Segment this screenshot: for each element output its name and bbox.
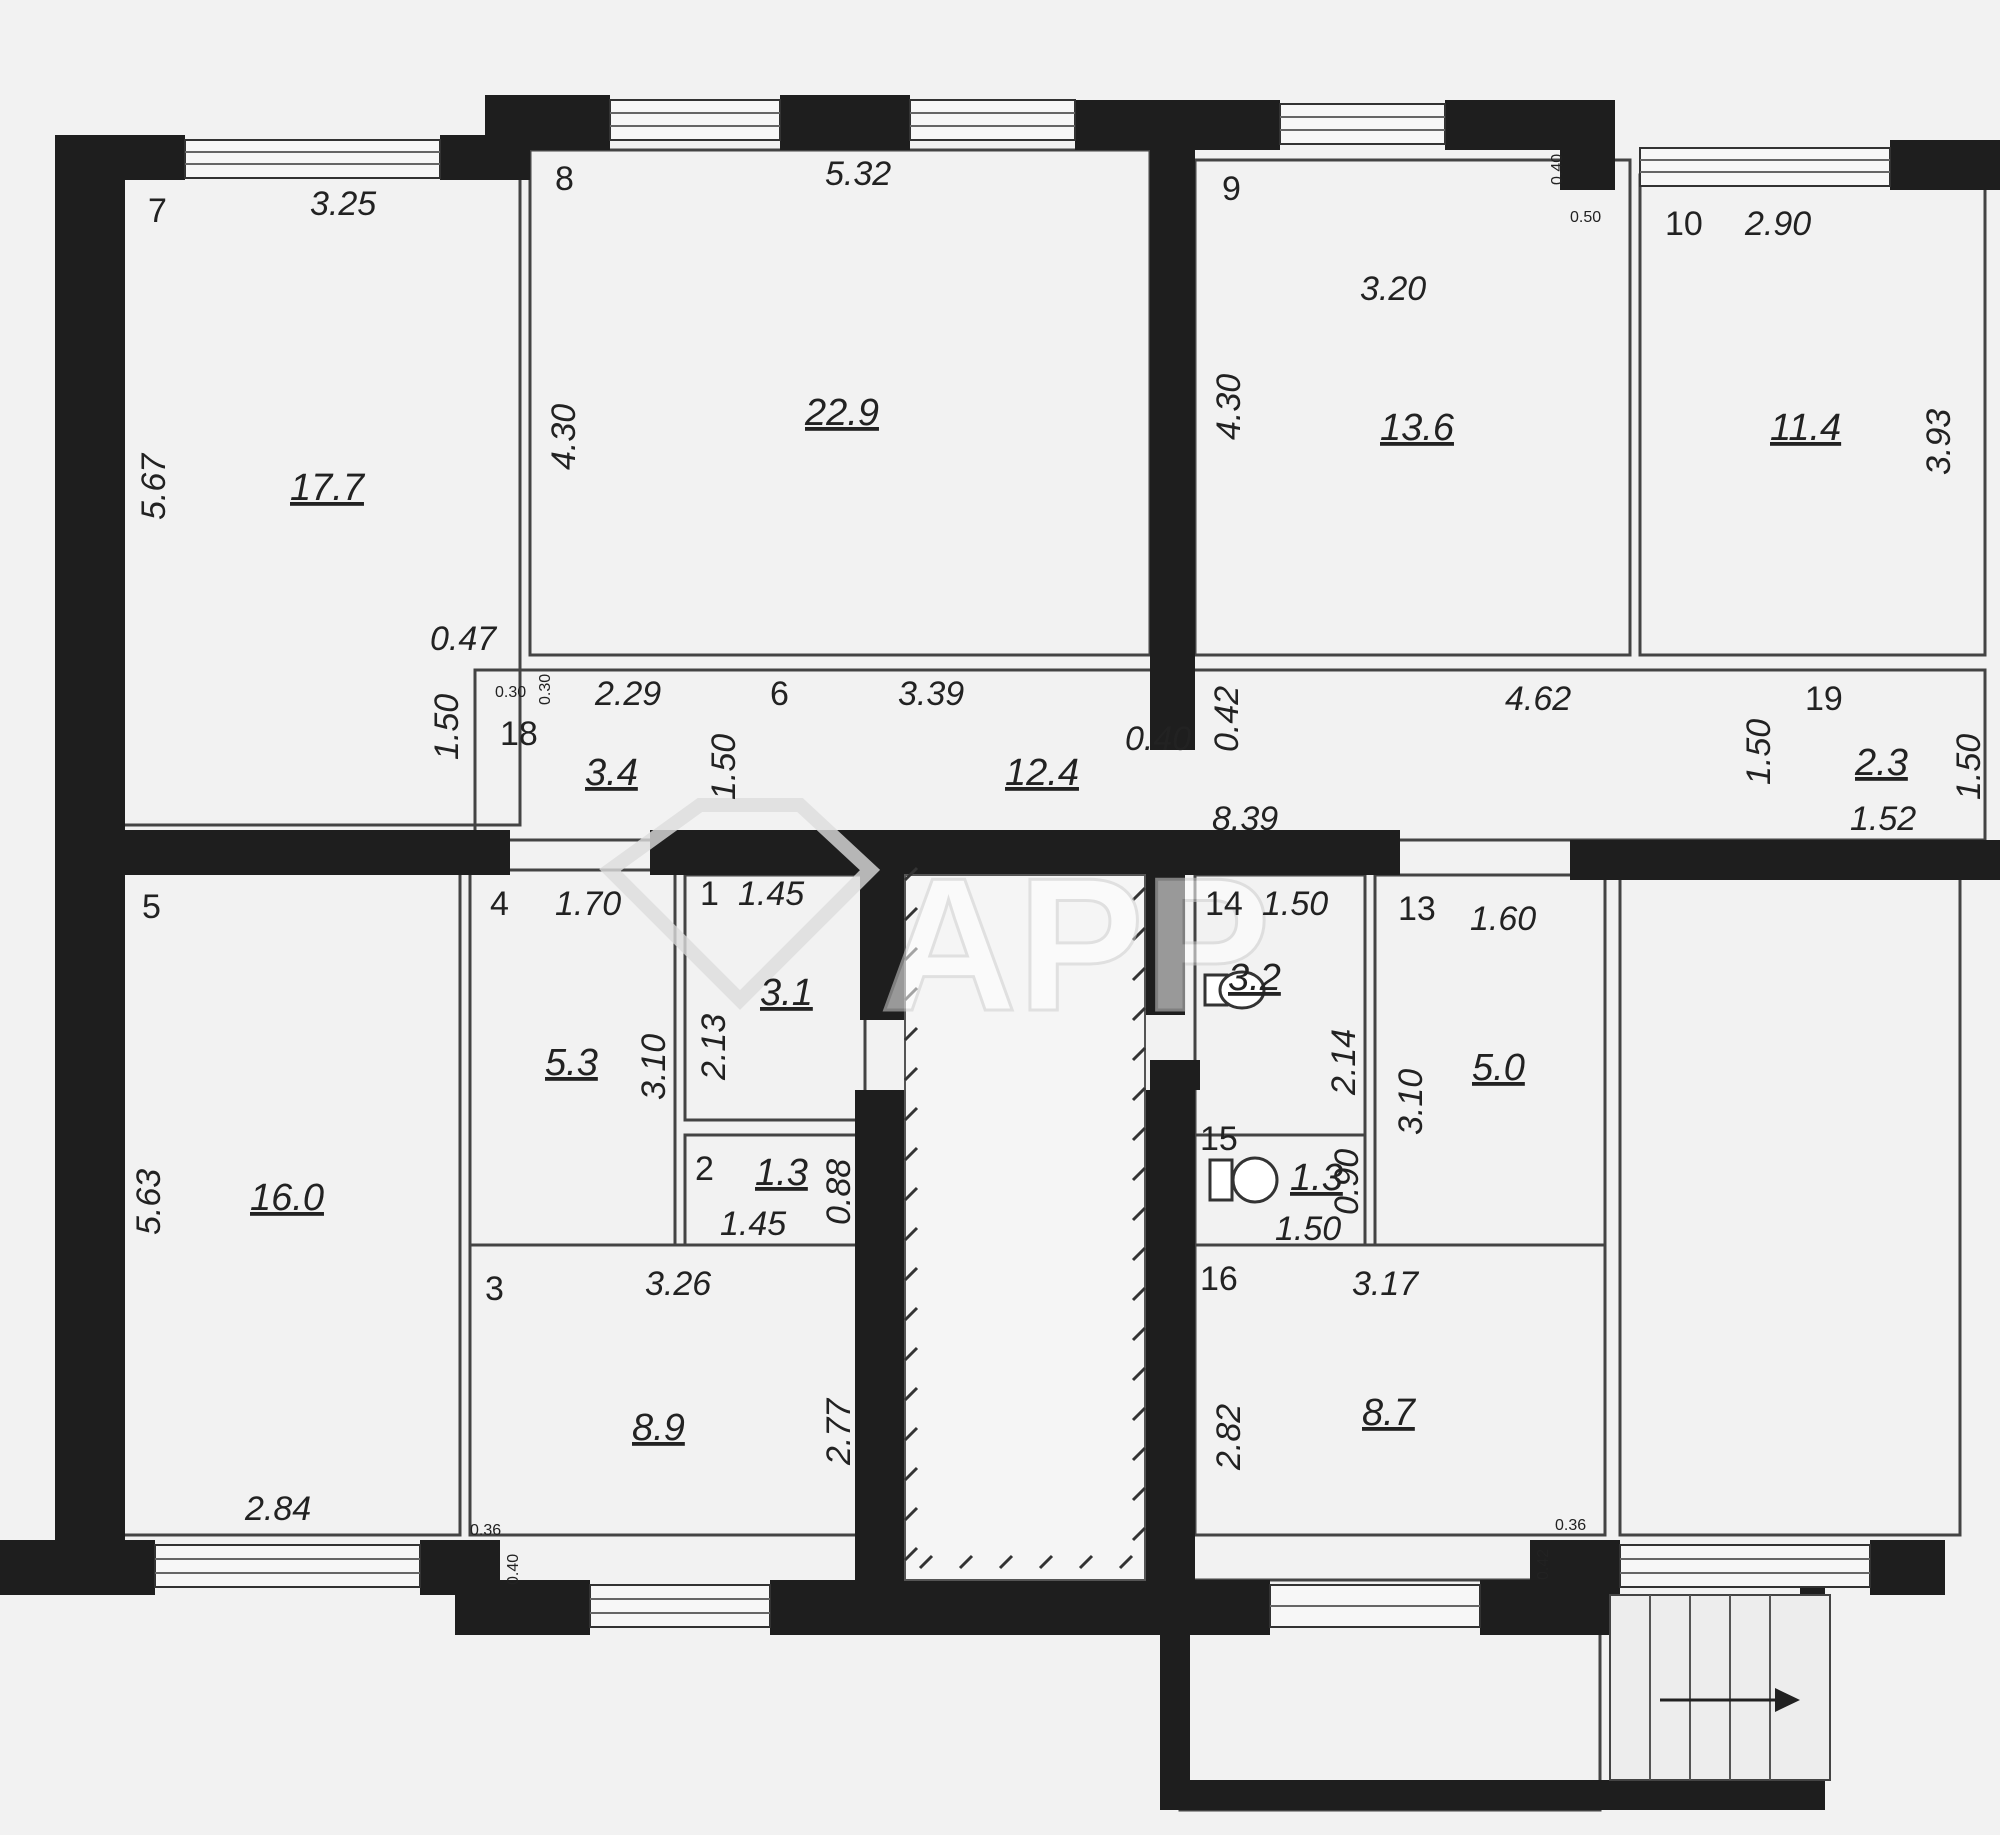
dimension-label: 5.32 — [825, 155, 891, 193]
room-number: 10 — [1665, 205, 1703, 243]
room-area: 3.2 — [1228, 957, 1281, 999]
room-area: 2.3 — [1854, 742, 1908, 784]
dimension-label: 8.39 — [1212, 800, 1278, 838]
windows — [154, 99, 1891, 1628]
dimension-label: 3.39 — [898, 675, 964, 713]
room-area: 1.3 — [1290, 1157, 1343, 1199]
dimension-label: 1.70 — [555, 885, 621, 923]
room-number: 18 — [500, 715, 538, 753]
dimension-label: 5.63 — [130, 1169, 168, 1235]
room-number: 16 — [1200, 1260, 1238, 1298]
room-number: 5 — [142, 888, 161, 926]
walls — [0, 95, 2000, 1810]
dimension-label: 0.40 — [1125, 720, 1191, 758]
dimension-label: 0.40 — [1549, 154, 1566, 185]
dimension-label: 5.67 — [135, 453, 173, 520]
svg-text:APP: APP — [880, 839, 1271, 1051]
room-area: 22.9 — [804, 392, 879, 434]
dimension-label: 1.60 — [1470, 900, 1536, 938]
room-number: 2 — [695, 1150, 714, 1188]
dimension-label: 2.82 — [1210, 1404, 1248, 1471]
dimension-label: 2.77 — [820, 1398, 858, 1466]
dimension-label: 4.30 — [1210, 374, 1248, 440]
room-number: 1 — [700, 875, 719, 913]
dimension-label: 3.26 — [645, 1265, 711, 1303]
room-number: 9 — [1222, 170, 1241, 208]
dimension-label: 1.50 — [1950, 734, 1988, 800]
room-number: 7 — [148, 192, 167, 230]
dimension-label: 3.25 — [310, 185, 376, 223]
dimension-label: 0.36 — [1555, 1517, 1586, 1534]
entrance-stairs — [1609, 1594, 1831, 1781]
dimension-label: 1.52 — [1850, 800, 1916, 838]
room-area: 3.4 — [585, 752, 638, 794]
dimension-label: 1.50 — [428, 694, 466, 760]
room-number: 8 — [555, 160, 574, 198]
room-areas: 17.7 22.9 13.6 11.4 3.4 12.4 2.3 16.0 5.… — [250, 392, 1908, 1449]
room-number: 13 — [1398, 890, 1436, 928]
washbasin-icon — [1208, 1156, 1279, 1204]
dimension-label: 1.50 — [1740, 719, 1778, 785]
dimension-label: 0.42 — [1535, 1549, 1552, 1580]
room-number: 3 — [485, 1270, 504, 1308]
dimension-label: 0.47 — [430, 620, 497, 658]
room-number: 4 — [490, 885, 509, 923]
dimension-label: 0.50 — [1570, 209, 1601, 226]
dimension-label: 2.14 — [1325, 1029, 1363, 1096]
room-area: 11.4 — [1770, 407, 1841, 449]
dimension-label: 3.20 — [1360, 270, 1426, 308]
room-numbers: 7 8 9 10 18 6 19 5 4 1 2 3 14 13 15 16 — [142, 160, 1843, 1308]
room-area: 8.7 — [1362, 1392, 1417, 1434]
dimension-label: 0.30 — [537, 674, 554, 705]
dimension-label: 3.17 — [1352, 1265, 1419, 1303]
dimension-label: 0.30 — [495, 684, 526, 701]
dimension-label: 0.88 — [820, 1159, 858, 1225]
room-area: 16.0 — [250, 1177, 324, 1219]
dimension-label: 2.29 — [594, 675, 661, 713]
room-area: 3.1 — [760, 972, 813, 1014]
dimension-label: 0.42 — [1208, 686, 1246, 752]
room-number: 14 — [1205, 885, 1243, 923]
dimension-label: 0.90 — [1328, 1149, 1366, 1215]
room-area: 5.0 — [1472, 1047, 1525, 1089]
room-area: 1.3 — [755, 1152, 808, 1194]
room-number: 15 — [1200, 1120, 1238, 1158]
fixtures — [1203, 970, 1279, 1204]
dimension-label: 2.84 — [244, 1490, 311, 1528]
dimension-label: 3.10 — [635, 1034, 673, 1100]
dimension-label: 1.45 — [738, 875, 804, 913]
room-area: 17.7 — [290, 467, 366, 509]
room-number: 19 — [1805, 680, 1843, 718]
dimension-label: 0.40 — [505, 1554, 522, 1585]
dimension-label: 2.13 — [695, 1014, 733, 1081]
dimension-label: 2.90 — [1744, 205, 1811, 243]
watermark: APP — [599, 798, 1272, 1053]
dimension-label: 3.10 — [1392, 1069, 1430, 1135]
dimension-label: 4.30 — [545, 404, 583, 470]
dimension-label: 3.93 — [1920, 409, 1958, 475]
room-area: 5.3 — [545, 1042, 598, 1084]
room-number: 6 — [770, 675, 789, 713]
stair-shaft — [903, 866, 1147, 1581]
room-area: 8.9 — [632, 1407, 685, 1449]
room-area: 13.6 — [1380, 407, 1455, 449]
dimension-label: 1.45 — [720, 1205, 786, 1243]
dimension-label: 1.50 — [705, 734, 743, 800]
dimension-label: 0.36 — [470, 1522, 501, 1539]
dimension-label: 1.50 — [1275, 1210, 1341, 1248]
toilet-icon — [1203, 970, 1266, 1010]
dimension-label: 1.50 — [1262, 885, 1328, 923]
dimension-label: 4.62 — [1505, 680, 1571, 718]
arrow-icon — [1775, 1688, 1800, 1712]
room-area: 12.4 — [1005, 752, 1079, 794]
dimension-labels: 3.25 5.67 0.47 1.50 5.32 4.30 3.20 4.30 … — [130, 154, 1988, 1585]
